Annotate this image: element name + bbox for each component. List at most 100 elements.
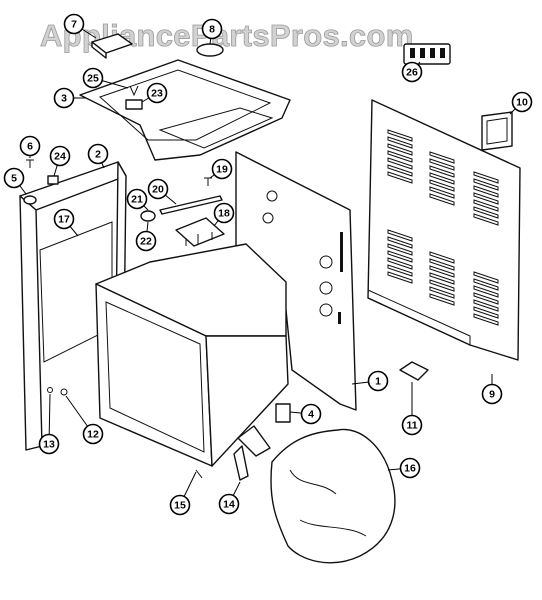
part-screws-12-13	[47, 387, 68, 396]
callout-15: 15	[169, 494, 191, 516]
louver-slot	[387, 143, 413, 156]
callout-circle	[213, 202, 235, 224]
part-hinge	[233, 425, 271, 481]
louver-slot	[473, 292, 499, 305]
louver-slot	[473, 199, 499, 212]
louver-slot	[429, 165, 455, 178]
part-rear-panel	[367, 99, 521, 361]
louver-slot	[473, 192, 499, 205]
callout-circle	[53, 208, 75, 230]
callout-12: 12	[82, 423, 104, 445]
louver-slot	[429, 286, 455, 299]
louver-slot	[473, 306, 499, 319]
louver-slot	[429, 179, 455, 192]
callout-23: 23	[146, 82, 168, 104]
callout-number: 21	[131, 194, 143, 206]
callout-number: 15	[174, 500, 186, 512]
callout-number: 14	[223, 499, 235, 511]
part-switch-small	[125, 99, 143, 110]
callout-number: 7	[71, 19, 77, 31]
callout-circle	[53, 87, 75, 109]
louver-slot	[387, 250, 413, 263]
callout-14: 14	[218, 493, 240, 515]
callout-number: 8	[209, 24, 215, 36]
callout-circle	[481, 383, 503, 405]
callout-circle	[169, 494, 191, 516]
louver-slot	[387, 264, 413, 277]
callout-circle	[300, 403, 322, 425]
part-connector-block	[403, 43, 451, 65]
callout-circle	[401, 414, 423, 436]
callout-number: 17	[58, 214, 70, 226]
callout-circle	[511, 91, 533, 113]
louver-slot	[429, 151, 455, 164]
part-vent-frame	[481, 111, 513, 151]
callout-circle	[399, 457, 421, 479]
louver-slot	[473, 299, 499, 312]
callout-number: 19	[216, 164, 228, 176]
callout-16: 16	[399, 457, 421, 479]
part-top-panel	[79, 59, 291, 161]
part-rod	[159, 195, 223, 215]
callout-number: 13	[43, 439, 55, 451]
louver-slot	[429, 186, 455, 199]
callout-24: 24	[49, 145, 71, 167]
louver-slot	[387, 243, 413, 256]
callout-number: 11	[406, 420, 417, 432]
louver-slot	[387, 271, 413, 284]
callout-10: 10	[511, 91, 533, 113]
callout-number: 4	[308, 409, 314, 421]
part-knob-small	[23, 195, 37, 205]
part-clip-side	[47, 175, 59, 185]
callout-13: 13	[38, 433, 60, 455]
part-thermostat-bracket	[175, 217, 225, 247]
louver-slot	[387, 171, 413, 184]
callout-number: 2	[95, 149, 101, 161]
part-screw-15	[195, 469, 203, 479]
louver-slot	[387, 236, 413, 249]
callout-22: 22	[135, 230, 157, 252]
callout-number: 6	[27, 141, 33, 153]
callout-circle	[82, 423, 104, 445]
louver-slot	[473, 178, 499, 191]
callout-circle	[201, 18, 223, 40]
callout-5: 5	[3, 167, 25, 189]
louver-slot	[387, 257, 413, 270]
louver-slot	[429, 279, 455, 292]
louver-slot	[429, 251, 455, 264]
part-knob-22	[140, 210, 156, 222]
callout-number: 22	[140, 236, 152, 248]
callout-number: 3	[61, 93, 67, 105]
callout-circle	[135, 230, 157, 252]
callout-circle	[87, 143, 109, 165]
callout-9: 9	[481, 383, 503, 405]
louver-slot	[429, 265, 455, 278]
callout-circle	[49, 145, 71, 167]
louver-slot	[429, 193, 455, 206]
callout-circle	[38, 433, 60, 455]
callout-circle	[367, 370, 389, 392]
louver-slot	[387, 129, 413, 142]
callout-25: 25	[82, 67, 104, 89]
callout-20: 20	[147, 178, 169, 200]
callout-circle	[211, 158, 233, 180]
part-cap-top	[196, 43, 224, 57]
part-screw-19	[204, 177, 212, 186]
callout-21: 21	[126, 188, 148, 210]
callout-number: 16	[404, 463, 416, 475]
louver-slot	[473, 313, 499, 326]
callout-8: 8	[201, 18, 223, 40]
louver-slot	[473, 278, 499, 291]
callout-circle	[82, 67, 104, 89]
callout-6: 6	[19, 135, 41, 157]
callout-18: 18	[213, 202, 235, 224]
callout-number: 18	[218, 208, 230, 220]
callout-7: 7	[63, 13, 85, 35]
louver-slot	[429, 158, 455, 171]
louver-slot	[387, 229, 413, 242]
callout-number: 1	[375, 376, 381, 388]
louver-slot	[387, 150, 413, 163]
callout-circle	[146, 82, 168, 104]
callout-19: 19	[211, 158, 233, 180]
louver-slot	[429, 172, 455, 185]
